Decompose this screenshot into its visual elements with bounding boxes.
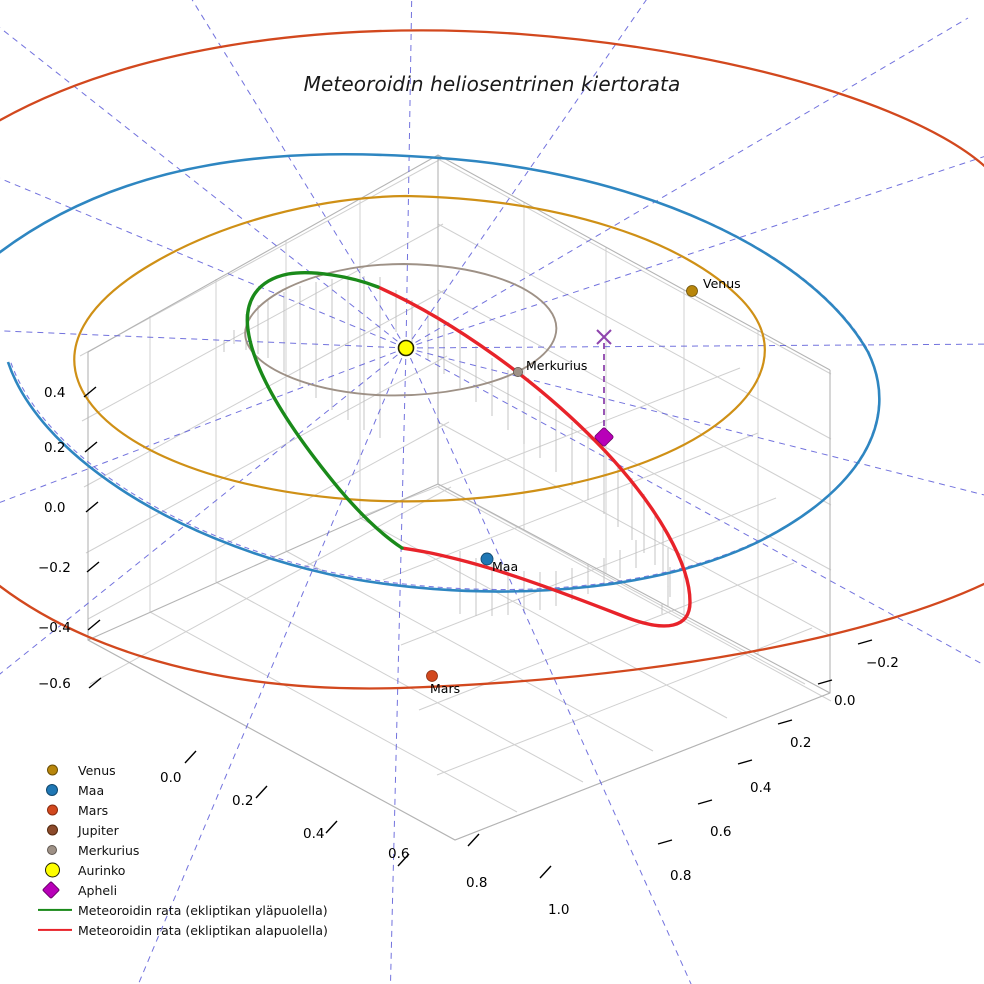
mars-marker-icon [36,800,74,820]
marker-aurinko [397,339,415,357]
jupiter-marker-icon [36,820,74,840]
marker-venus [686,285,698,297]
orbit-mars [0,29,984,690]
legend-item-merkurius[interactable]: Merkurius [36,840,356,860]
maa-marker-icon [36,780,74,800]
marker-mars [426,670,438,682]
aurinko-marker-icon [36,860,74,880]
venus-marker-icon [36,760,74,780]
legend-item-mars[interactable]: Mars [36,800,356,820]
orbit-merkurius [244,263,558,397]
z-tick-0: 0.4 [44,385,66,401]
legend-label: Mars [78,802,109,818]
legend-item-apheli[interactable]: Apheli [36,880,356,900]
legend-item-venus[interactable]: Venus [36,760,356,780]
y-tick-5: 0.8 [670,868,692,884]
z-tick-1: 0.2 [44,440,66,456]
x-tick-2: 0.4 [303,826,325,842]
legend-item-track-below[interactable]: Meteoroidin rata (ekliptikan alapuolella… [36,920,356,940]
chart-title: Meteoroidin heliosentrinen kiertorata [303,72,681,96]
x-tick-0: 0.0 [160,770,182,786]
apheli-projection-x-icon [596,329,612,345]
x-tick-1: 0.2 [232,793,254,809]
legend: Venus Maa Mars Jupiter Merkurius [36,760,356,940]
legend-label: Apheli [78,882,118,898]
marker-maa [480,552,494,566]
orbit-venus [73,194,766,503]
x-tick-4: 0.8 [466,875,488,891]
meteoroid-track-below [376,285,692,628]
legend-label: Merkurius [78,842,140,858]
y-tick-2: 0.2 [790,735,812,751]
axis-ticks [83,386,873,879]
apheli-marker-icon [36,880,74,900]
z-tick-4: −0.4 [38,620,71,636]
y-tick-3: 0.4 [750,780,772,796]
legend-item-track-above[interactable]: Meteoroidin rata (ekliptikan yläpuolella… [36,900,356,920]
z-tick-2: 0.0 [44,500,66,516]
legend-label: Maa [78,782,105,798]
track-above-line-icon [36,900,74,920]
meteoroid-track-above [245,271,404,550]
z-tick-5: −0.6 [38,676,71,692]
z-tick-3: −0.2 [38,560,71,576]
label-merkurius: Merkurius [526,358,588,373]
legend-item-aurinko[interactable]: Aurinko [36,860,356,880]
legend-label: Aurinko [78,862,126,878]
legend-label: Venus [78,762,116,778]
legend-item-jupiter[interactable]: Jupiter [36,820,356,840]
apheli-marker [594,427,614,447]
legend-item-maa[interactable]: Maa [36,780,356,800]
y-tick-0: −0.2 [866,655,899,671]
legend-label: Meteoroidin rata (ekliptikan alapuolella… [78,922,328,938]
legend-label: Jupiter [78,822,119,838]
x-tick-3: 0.6 [388,846,410,862]
x-tick-5: 1.0 [548,902,570,918]
y-tick-1: 0.0 [834,693,856,709]
legend-label: Meteoroidin rata (ekliptikan yläpuolella… [78,902,328,918]
orbit-maa [0,152,881,593]
track-below-line-icon [36,920,74,940]
axes-box-edges [87,154,831,841]
y-tick-4: 0.6 [710,824,732,840]
marker-merkurius [513,366,524,377]
merkurius-marker-icon [36,840,74,860]
label-venus: Venus [703,276,741,291]
label-maa: Maa [492,559,519,574]
label-mars: Mars [430,681,461,696]
